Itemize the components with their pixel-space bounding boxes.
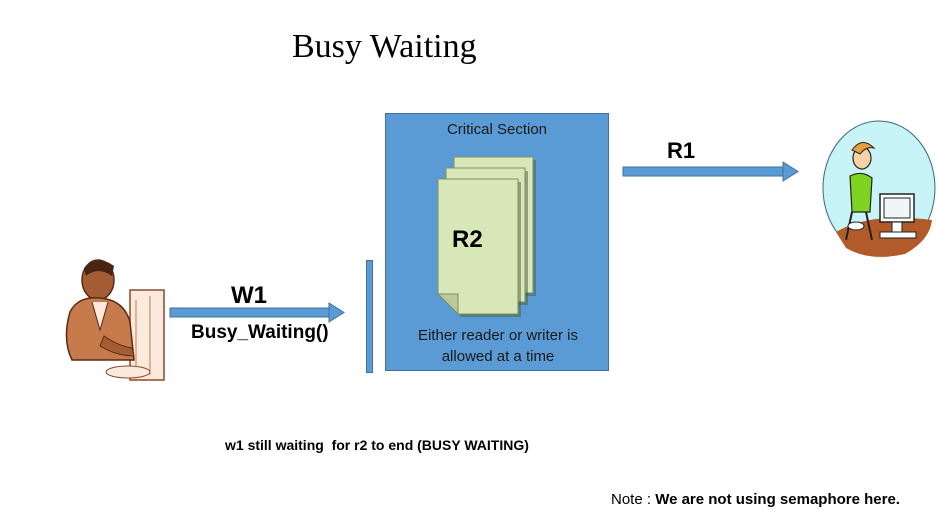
status-caption: w1 still waiting for r2 to end (BUSY WAI…	[225, 437, 529, 453]
occupant-label: R2	[452, 226, 483, 253]
writer-call-label: Busy_Waiting()	[191, 322, 329, 343]
writer-label: W1	[231, 282, 267, 309]
critical-section-description: Either reader or writer is allowed at a …	[417, 327, 579, 365]
reader-arrow	[622, 161, 799, 182]
diagram-title: Busy Waiting	[292, 28, 477, 65]
writer-person-icon	[65, 259, 165, 381]
blocking-barrier	[366, 260, 373, 373]
reader-person-icon	[822, 120, 936, 257]
footnote-prefix: Note :	[611, 491, 656, 508]
reader-label: R1	[667, 138, 696, 163]
footnote-text: We are not using semaphore here.	[655, 491, 900, 508]
document-page-front	[436, 178, 521, 317]
writer-arrow	[169, 302, 345, 323]
critical-section-label: Critical Section	[446, 121, 548, 138]
footnote: Note : We are not using semaphore here.	[611, 491, 900, 508]
